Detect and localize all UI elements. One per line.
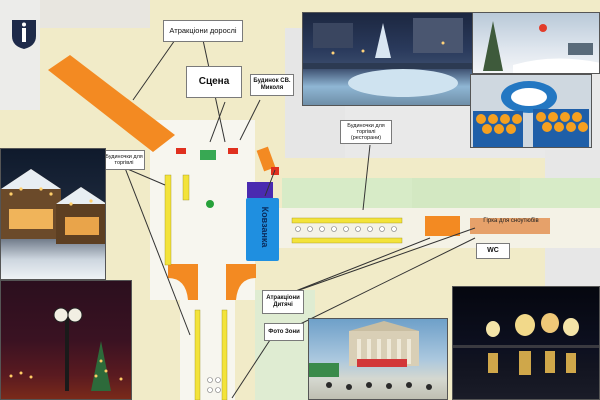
city-crest-logo — [10, 18, 38, 50]
photo-lanterns-water-art — [453, 313, 599, 375]
photo-tangerines-art — [473, 81, 589, 147]
block-left — [0, 0, 40, 110]
label-restaurant-stalls: Будиночки для торгівлі (ресторани) — [340, 120, 392, 144]
label-kids-attractions: Атракціони Дитячі — [262, 290, 304, 314]
tree-marker — [206, 200, 214, 208]
snowtube-slide-building — [425, 216, 460, 236]
square-pavement — [150, 120, 255, 300]
photo-tangerines — [470, 74, 592, 148]
photo-lanterns-water — [452, 286, 600, 400]
park-far-right — [520, 178, 600, 208]
label-st-nicholas-house: Будинок СВ. Миколя — [250, 74, 294, 96]
photo-clock-night — [0, 280, 132, 400]
stage-marker — [200, 150, 216, 160]
photo-theatre-crowd — [308, 318, 448, 400]
photo-wooden-houses — [0, 148, 106, 280]
photo-rink-aerial-art — [303, 18, 473, 97]
photo-snow-park — [472, 12, 600, 74]
trading-stalls — [164, 174, 403, 400]
photo-clock-night-art — [9, 307, 123, 391]
attraction-adult-block — [48, 55, 175, 152]
restaurant-stalls — [207, 226, 397, 393]
kiosk-red-1 — [176, 148, 186, 154]
photo-theatre-crowd-art — [309, 321, 432, 390]
photo-rink-aerial — [302, 12, 474, 106]
label-trading-stalls: Будиночки для торгівлі — [103, 150, 145, 170]
label-snowtube-slide: Гірка для сноутюбів — [483, 218, 539, 224]
mykola-house — [256, 146, 276, 172]
corner-left — [168, 264, 198, 300]
promenade-south — [180, 280, 235, 400]
kiosk-red-2 — [228, 148, 238, 154]
ice-rink — [246, 198, 279, 261]
photo-snow-park-art — [483, 21, 599, 73]
snowtube-slide-track — [470, 218, 550, 234]
corner-right — [226, 264, 256, 300]
label-wc: WC — [476, 243, 510, 259]
label-stage: Сцена — [186, 66, 242, 98]
label-ice-rink: Ковзанка — [260, 206, 270, 248]
rink-entrance — [247, 182, 273, 198]
label-adult-attractions: Атракціони дорослі — [163, 20, 243, 42]
photo-wooden-houses-art — [1, 169, 105, 244]
label-photo-zones: Фото Зони — [264, 323, 304, 341]
